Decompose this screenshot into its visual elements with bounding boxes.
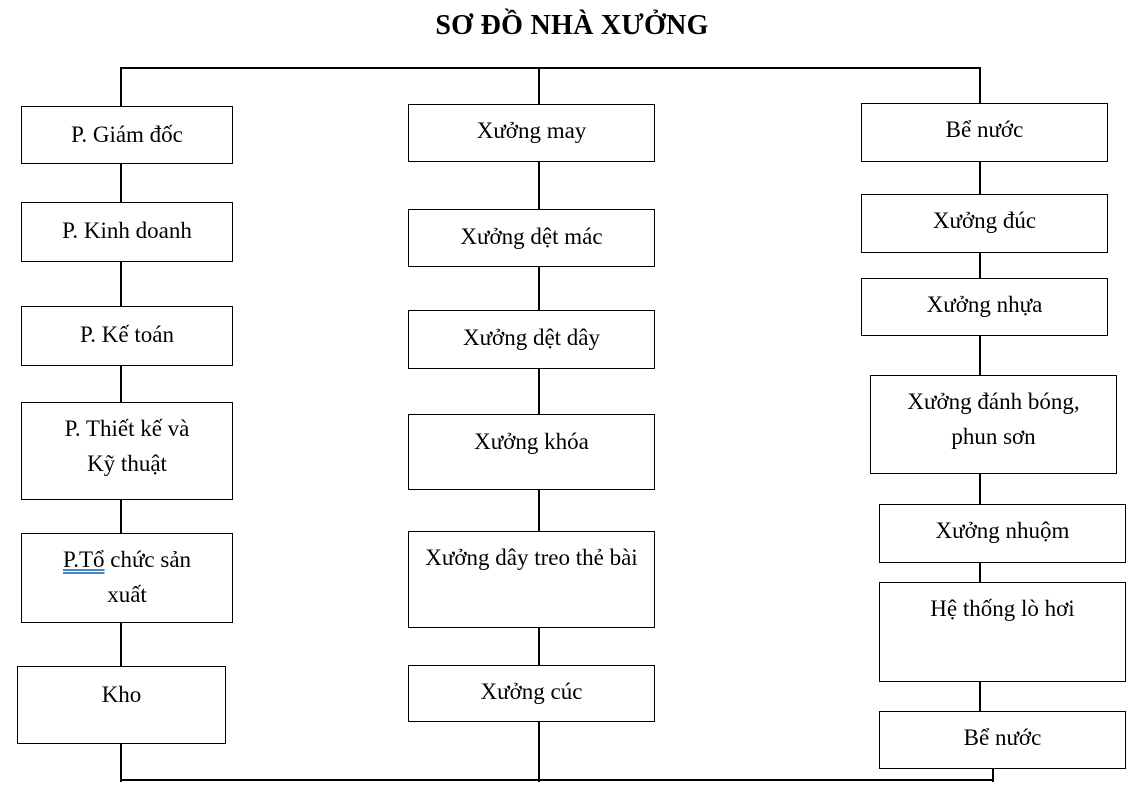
- node-thiet-ke-ky-thuat: P. Thiết kế và Kỹ thuật: [21, 402, 233, 500]
- node-giam-doc: P. Giám đốc: [21, 106, 233, 164]
- top-drop-right: [979, 67, 981, 103]
- top-drop-left: [120, 67, 122, 106]
- node-xuong-nhuom: Xưởng nhuộm: [879, 504, 1126, 563]
- node-be-nuoc-top: Bể nước: [861, 103, 1108, 162]
- top-connector: [120, 67, 981, 69]
- node-xuong-danh-bong-phun-son: Xưởng đánh bóng, phun sơn: [870, 375, 1117, 474]
- node-xuong-cuc: Xưởng cúc: [408, 665, 655, 722]
- node-xuong-may: Xưởng may: [408, 104, 655, 162]
- node-xuong-det-day: Xưởng dệt dây: [408, 310, 655, 369]
- node-xuong-khoa: Xưởng khóa: [408, 414, 655, 490]
- node-xuong-duc: Xưởng đúc: [861, 194, 1108, 253]
- node-to-chuc-san-xuat: P.Tổ chức sản xuất: [21, 533, 233, 623]
- node-be-nuoc-bottom: Bể nước: [879, 711, 1126, 769]
- node-kho: Kho: [17, 666, 226, 744]
- node-xuong-day-treo-the-bai: Xưởng dây treo thẻ bài: [408, 531, 655, 628]
- node-xuong-det-mac: Xưởng dệt mác: [408, 209, 655, 267]
- node-he-thong-lo-hoi: Hệ thống lò hơi: [879, 582, 1126, 682]
- diagram-title: SƠ ĐỒ NHÀ XƯỞNG: [435, 10, 709, 41]
- node-ke-toan: P. Kế toán: [21, 306, 233, 366]
- right-bottom-drop: [992, 766, 994, 782]
- node-xuong-nhua: Xưởng nhựa: [861, 278, 1108, 336]
- top-drop-middle: [538, 67, 540, 104]
- bottom-connector: [120, 779, 994, 781]
- underlined-abbrev: P.Tổ: [62, 547, 105, 572]
- node-kinh-doanh: P. Kinh doanh: [21, 202, 233, 262]
